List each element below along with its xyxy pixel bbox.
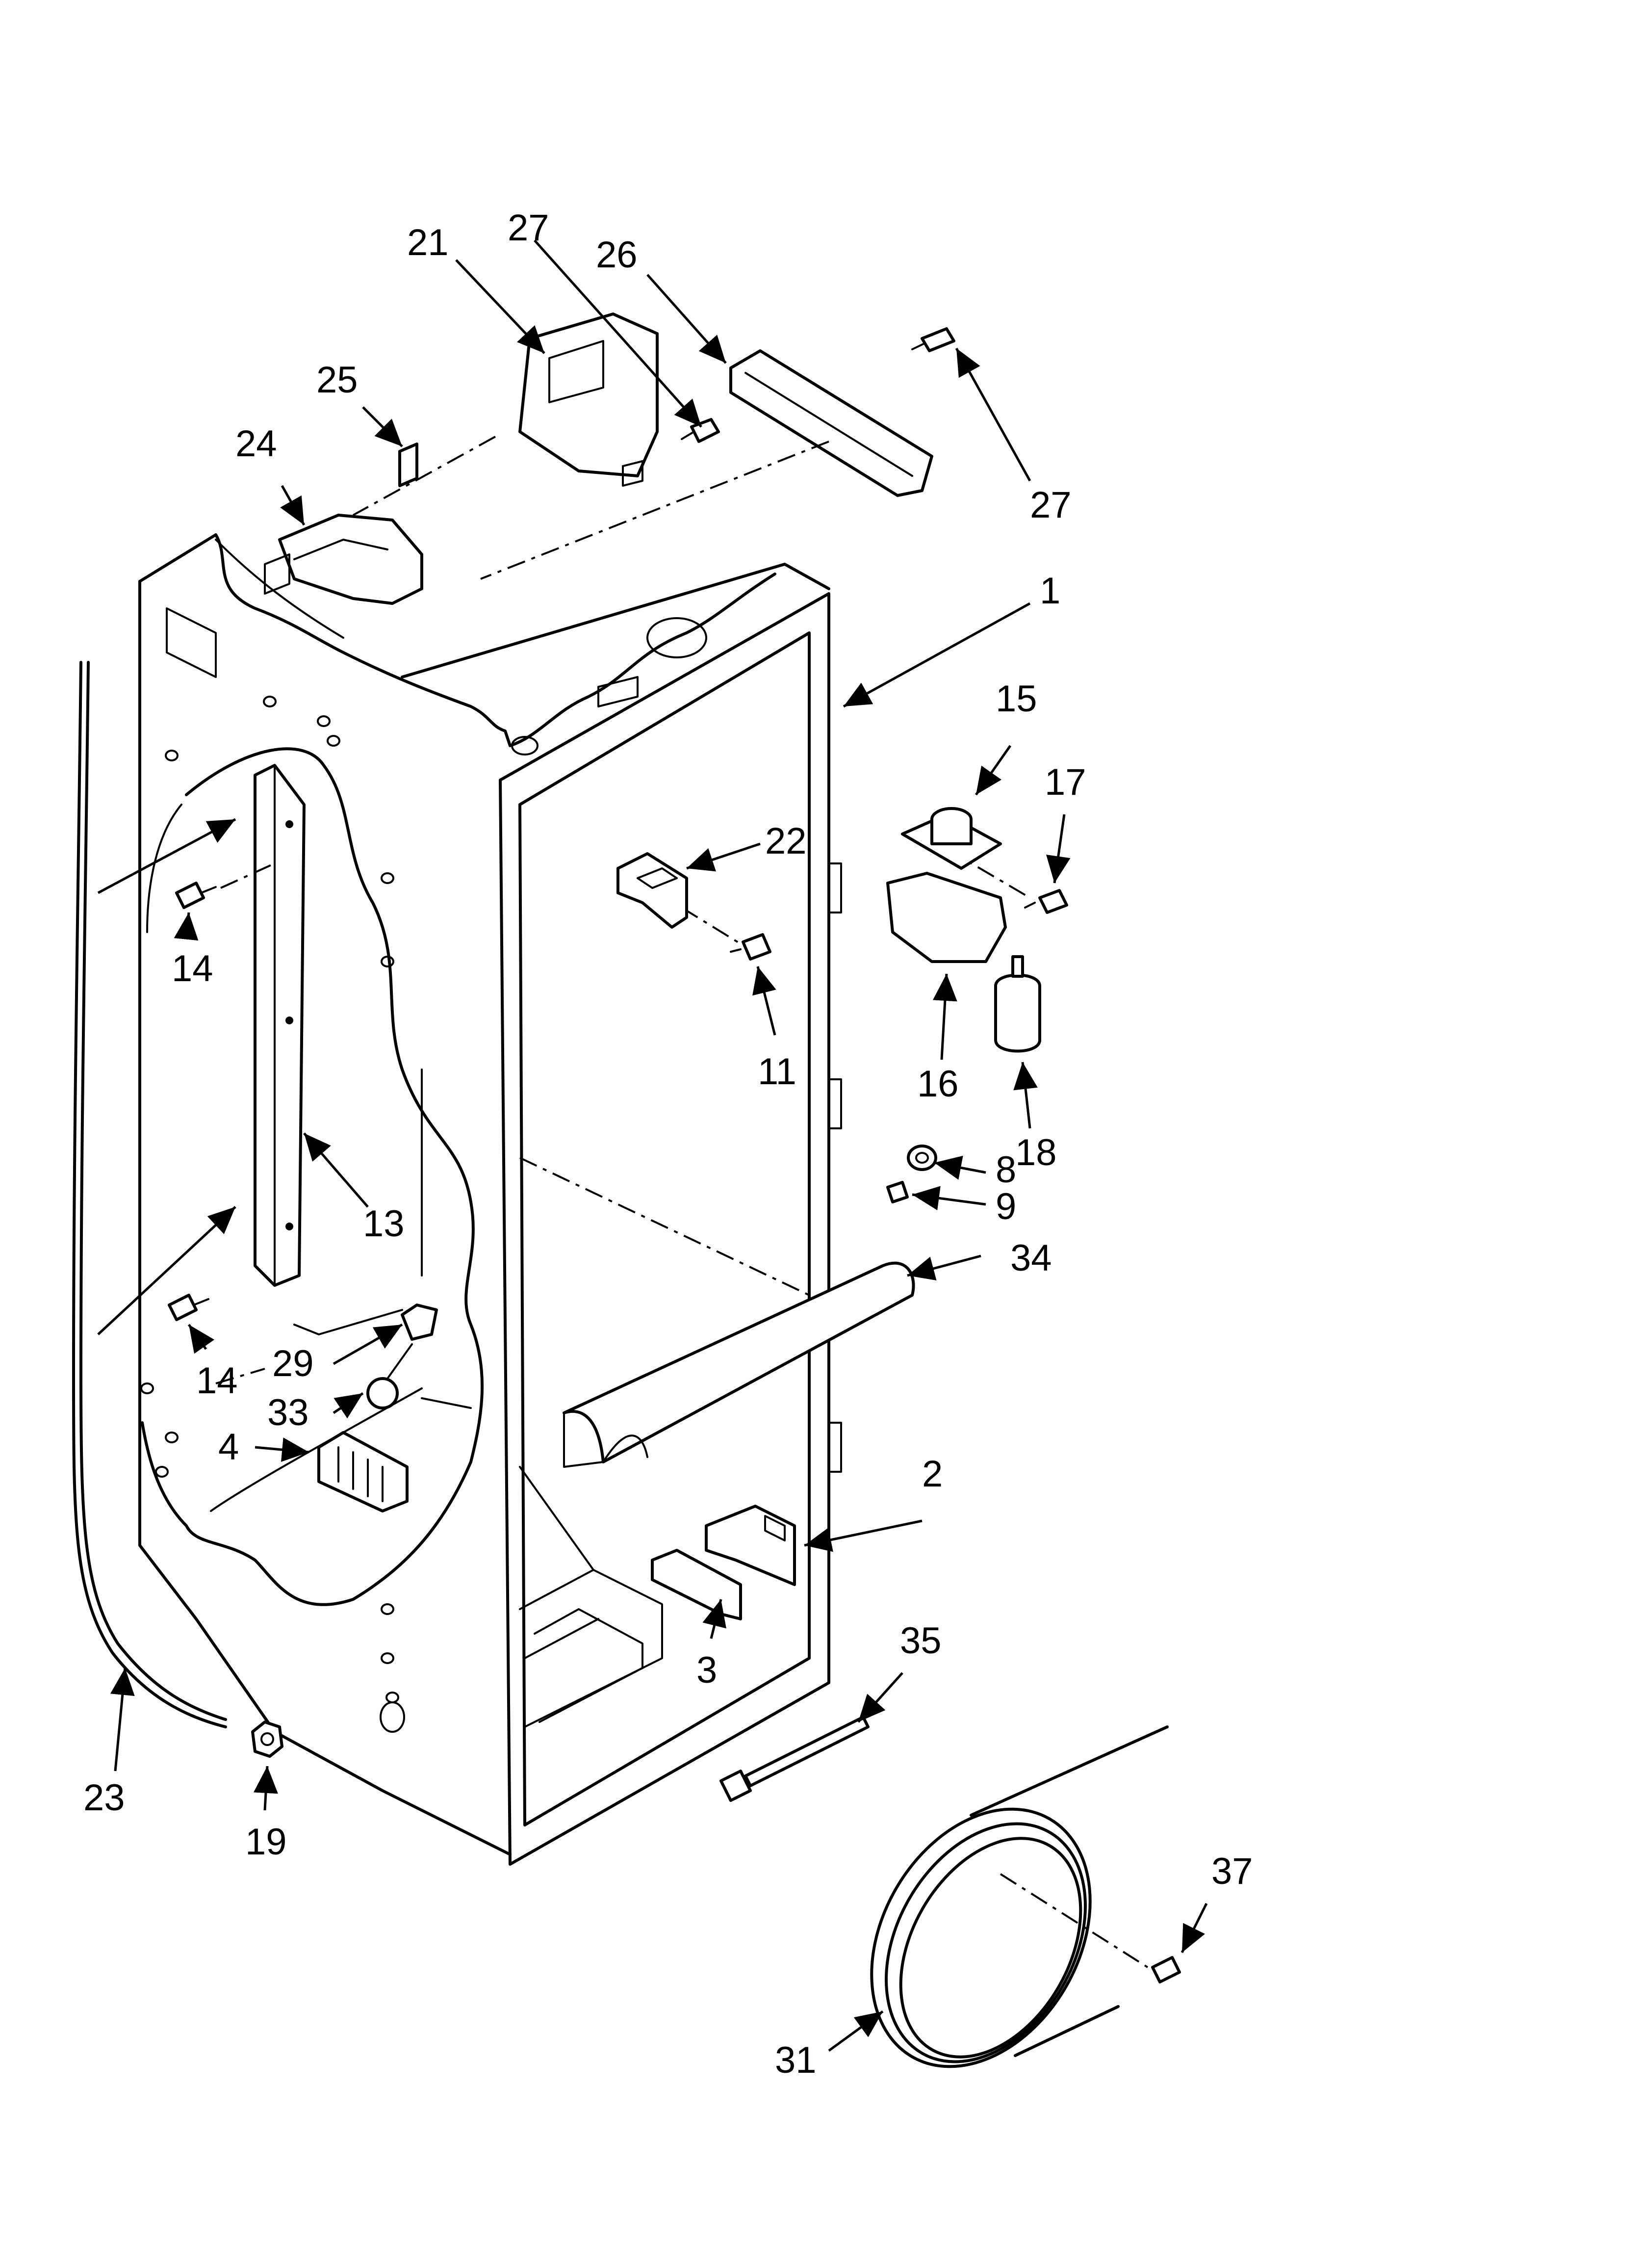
cover-34 xyxy=(563,1261,915,1468)
callout-26: 26 xyxy=(596,234,638,276)
filter-18 xyxy=(994,955,1041,1053)
callout-14-upper: 14 xyxy=(172,948,213,990)
callout-8: 8 xyxy=(996,1149,1016,1191)
clip-25 xyxy=(398,443,418,487)
callout-37: 37 xyxy=(1211,1851,1253,1892)
callout-arrows xyxy=(97,239,1208,2052)
callout-11: 11 xyxy=(758,1051,796,1093)
callout-3: 3 xyxy=(696,1649,717,1691)
grille-4 xyxy=(317,1431,409,1512)
callout-35: 35 xyxy=(900,1620,942,1662)
cover-16 xyxy=(886,872,1007,963)
cover-26 xyxy=(729,349,933,497)
bracket-29 xyxy=(293,1303,438,1341)
callout-29: 29 xyxy=(272,1343,314,1384)
control-24 xyxy=(264,514,423,605)
callout-33: 33 xyxy=(267,1392,309,1434)
bulb-33 xyxy=(366,1343,413,1409)
screw-17 xyxy=(1024,889,1068,914)
callout-24: 24 xyxy=(235,423,277,465)
callout-25: 25 xyxy=(316,359,358,401)
bracket-2 xyxy=(705,1505,796,1586)
callout-17: 17 xyxy=(1045,761,1086,803)
cabinet-liner xyxy=(138,533,842,1866)
callout-9: 9 xyxy=(996,1186,1016,1227)
callout-4: 4 xyxy=(218,1426,239,1468)
callout-16: 16 xyxy=(917,1063,959,1105)
cable-tie-35 xyxy=(719,1716,870,1802)
callout-15: 15 xyxy=(996,678,1037,720)
callout-13: 13 xyxy=(363,1203,405,1245)
housing-21 xyxy=(518,313,659,487)
callout-27-right: 27 xyxy=(1030,484,1072,526)
nut-19 xyxy=(251,1721,283,1758)
screw-14-b xyxy=(168,1294,209,1321)
screw-27-b xyxy=(911,327,955,352)
valve-15 xyxy=(901,807,1002,870)
callout-19: 19 xyxy=(245,1821,287,1863)
callout-1: 1 xyxy=(1040,570,1060,612)
bracket-3 xyxy=(651,1549,742,1620)
callout-21: 21 xyxy=(407,222,449,263)
channel-13 xyxy=(254,764,306,1287)
callout-34: 34 xyxy=(1010,1237,1052,1279)
callout-31: 31 xyxy=(775,2039,817,2081)
callout-2: 2 xyxy=(922,1453,943,1495)
callout-labels: 1 2 3 4 8 9 11 13 14 14 15 16 17 18 19 2… xyxy=(83,207,1253,2081)
callout-22: 22 xyxy=(765,820,807,862)
callout-27-upper: 27 xyxy=(508,207,549,249)
fitting-8 xyxy=(907,1145,937,1171)
screw-11 xyxy=(730,933,771,961)
callout-23: 23 xyxy=(83,1777,125,1819)
wire-31 xyxy=(870,1725,1169,2068)
tube-23 xyxy=(72,661,227,1728)
screw-9 xyxy=(886,1181,909,1203)
screw-27-a xyxy=(681,418,720,443)
screw-37 xyxy=(1151,1956,1181,1983)
screw-14-a xyxy=(175,882,217,909)
callout-18: 18 xyxy=(1015,1132,1057,1173)
callout-14-lower: 14 xyxy=(196,1360,238,1402)
bracket-22 xyxy=(616,852,688,929)
